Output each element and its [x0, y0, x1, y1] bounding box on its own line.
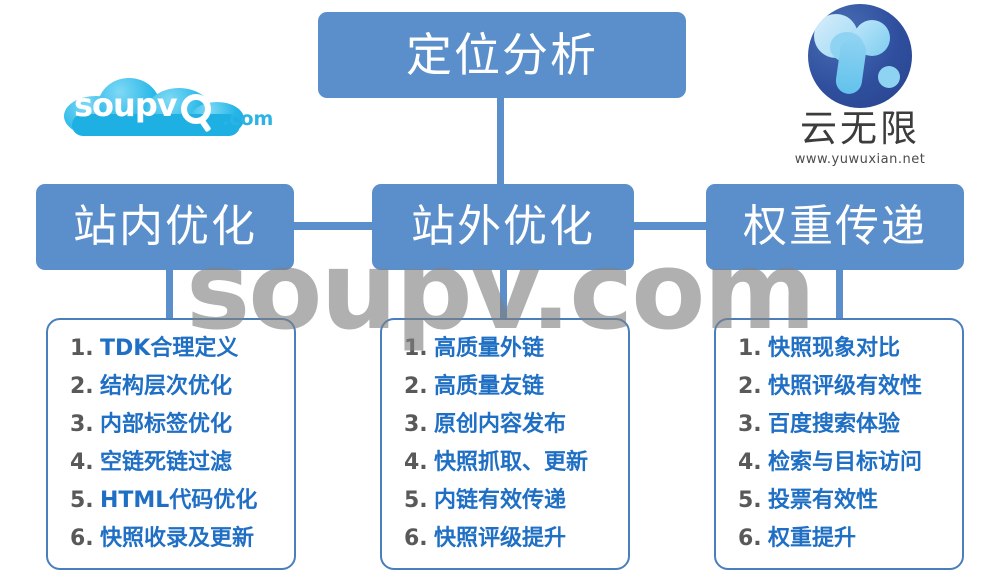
- list-item-number: 3.: [70, 412, 94, 437]
- list-item: 4.空链死链过滤: [48, 444, 294, 482]
- list-item-number: 3.: [404, 412, 428, 437]
- list-item: 3.原创内容发布: [382, 406, 628, 444]
- yuwuxian-name: 云无限: [800, 107, 920, 150]
- list-item-label: 快照评级有效性: [768, 374, 923, 399]
- list-item-number: 5.: [70, 488, 94, 513]
- list-item-label: 快照现象对比: [768, 336, 901, 361]
- list-item: 3.百度搜索体验: [716, 406, 962, 444]
- list-item-label: 结构层次优化: [100, 374, 233, 399]
- soupv-logo: soupv .com: [52, 58, 282, 144]
- list-card-weight: 1.快照现象对比 2.快照评级有效性 3.百度搜索体验 4.检索与目标访问 5.…: [714, 318, 964, 570]
- list-item: 2.结构层次优化: [48, 368, 294, 406]
- list-item-label: 空链死链过滤: [100, 450, 233, 475]
- list-item-number: 5.: [738, 488, 762, 513]
- list-item-label: 权重提升: [768, 526, 857, 551]
- node-branch-weight[interactable]: 权重传递: [706, 184, 964, 270]
- list-item-label: HTML代码优化: [100, 488, 258, 513]
- list-card-onsite: 1.TDK合理定义 2.结构层次优化 3.内部标签优化 4.空链死链过滤 5.H…: [46, 318, 296, 570]
- list-item-number: 2.: [738, 374, 762, 399]
- list-item-number: 6.: [70, 526, 94, 551]
- list-item-label: 快照评级提升: [434, 526, 567, 551]
- connector-center-to-left: [288, 222, 376, 230]
- connector-center-to-card: [500, 268, 507, 320]
- list-item-label: 高质量友链: [434, 374, 545, 399]
- magnifier-icon: [181, 94, 211, 124]
- list-item-label: 高质量外链: [434, 336, 545, 361]
- list-item-label: 快照抓取、更新: [434, 450, 589, 475]
- list-item-number: 3.: [738, 412, 762, 437]
- list-item: 3.内部标签优化: [48, 406, 294, 444]
- connector-center-to-right: [630, 222, 710, 230]
- soupv-domain-suffix: .com: [222, 108, 274, 130]
- list-item-number: 4.: [738, 450, 762, 475]
- list-item: 1.TDK合理定义: [48, 330, 294, 368]
- list-item-label: 内链有效传递: [434, 488, 567, 513]
- list-item: 5.HTML代码优化: [48, 482, 294, 520]
- list-item: 2.快照评级有效性: [716, 368, 962, 406]
- node-root[interactable]: 定位分析: [318, 12, 686, 98]
- list-item-number: 2.: [404, 374, 428, 399]
- yuwuxian-logo: 云无限 www.yuwuxian.net: [760, 4, 960, 172]
- list-card-offsite: 1.高质量外链 2.高质量友链 3.原创内容发布 4.快照抓取、更新 5.内链有…: [380, 318, 630, 570]
- list-item-label: TDK合理定义: [100, 336, 239, 361]
- list-item: 1.快照现象对比: [716, 330, 962, 368]
- list-item: 2.高质量友链: [382, 368, 628, 406]
- list-item-number: 1.: [404, 336, 428, 361]
- list-item: 5.投票有效性: [716, 482, 962, 520]
- list-item-number: 5.: [404, 488, 428, 513]
- list-item: 1.高质量外链: [382, 330, 628, 368]
- yuwuxian-url: www.yuwuxian.net: [794, 152, 926, 167]
- connector-root-to-center: [497, 95, 504, 187]
- globe-y-icon: [808, 4, 912, 108]
- list-item-number: 6.: [404, 526, 428, 551]
- soupv-wordmark: soupv: [74, 86, 178, 124]
- list-item: 6.权重提升: [716, 520, 962, 558]
- connector-left-to-card: [166, 268, 173, 320]
- connector-right-to-card: [836, 268, 843, 320]
- list-item-label: 检索与目标访问: [768, 450, 923, 475]
- list-item: 4.检索与目标访问: [716, 444, 962, 482]
- list-item-number: 4.: [404, 450, 428, 475]
- list-item: 4.快照抓取、更新: [382, 444, 628, 482]
- list-item-label: 快照收录及更新: [100, 526, 255, 551]
- list-item-label: 原创内容发布: [434, 412, 567, 437]
- list-item-number: 6.: [738, 526, 762, 551]
- node-branch-offsite[interactable]: 站外优化: [372, 184, 634, 270]
- list-item-number: 2.: [70, 374, 94, 399]
- list-item-number: 4.: [70, 450, 94, 475]
- list-item-label: 内部标签优化: [100, 412, 233, 437]
- list-item: 6.快照评级提升: [382, 520, 628, 558]
- list-item: 5.内链有效传递: [382, 482, 628, 520]
- list-item-number: 1.: [738, 336, 762, 361]
- list-item-label: 投票有效性: [768, 488, 879, 513]
- list-item-number: 1.: [70, 336, 94, 361]
- list-item-label: 百度搜索体验: [768, 412, 901, 437]
- list-item: 6.快照收录及更新: [48, 520, 294, 558]
- node-branch-onsite[interactable]: 站内优化: [36, 184, 294, 270]
